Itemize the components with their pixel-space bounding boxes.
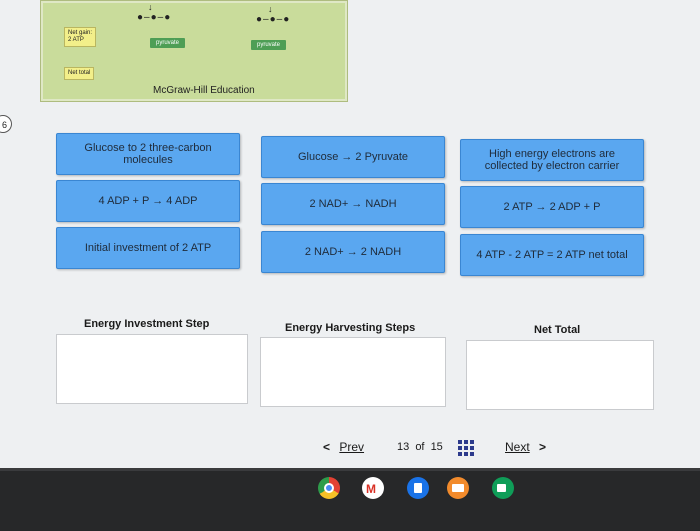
answer-tile[interactable]: Initial investment of 2 ATP [56, 227, 240, 269]
gmail-icon[interactable]: M [362, 477, 384, 499]
meet-icon[interactable] [492, 477, 514, 499]
pyruvate-label: pyruvate [150, 38, 186, 48]
drop-zone-harvesting[interactable] [260, 337, 446, 407]
column-label-net-total: Net Total [534, 324, 581, 336]
glycolysis-figure: ↓ ●–●–● ↓ ●–●–● Net gain: 2 ATP pyruvate… [40, 0, 348, 102]
net-gain-label: Net gain: 2 ATP [64, 27, 97, 47]
app-dock [0, 468, 700, 531]
drop-zone-net-total[interactable] [466, 340, 654, 410]
next-label: Next [505, 440, 530, 454]
carbon-chain-icon: ●–●–● [256, 14, 291, 25]
chrome-icon[interactable] [318, 477, 340, 499]
answer-tile[interactable]: 2 NAD+ → NADH [261, 183, 445, 225]
page-indicator: 13 of 15 [397, 441, 443, 453]
prev-button[interactable]: < Prev [323, 440, 364, 454]
down-arrow-icon: ↓ [268, 4, 273, 14]
chevron-right-icon: > [539, 440, 547, 454]
net-total-figure-label: Net total [64, 67, 95, 80]
prev-label: Prev [339, 440, 365, 454]
answer-tile[interactable]: High energy electrons are collected by e… [460, 139, 644, 181]
column-label-investment: Energy Investment Step [84, 318, 210, 330]
next-button[interactable]: Next > [505, 440, 546, 454]
docs-icon[interactable] [407, 477, 429, 499]
pyruvate-label: pyruvate [251, 40, 287, 50]
grid-icon[interactable] [458, 440, 474, 456]
answer-tile[interactable]: 2 NAD+ → 2 NADH [261, 231, 445, 273]
slides-icon[interactable] [447, 477, 469, 499]
chevron-left-icon: < [323, 440, 331, 454]
dock-divider [0, 468, 700, 471]
answer-tile[interactable]: Glucose → 2 Pyruvate [261, 136, 445, 178]
quiz-screen: 6 ↓ ●–●–● ↓ ●–●–● Net gain: 2 ATP pyruva… [0, 0, 654, 456]
carbon-chain-icon: ●–●–● [137, 12, 172, 23]
column-label-harvesting: Energy Harvesting Steps [285, 322, 416, 334]
drop-zone-investment[interactable] [56, 334, 248, 404]
page-current: 13 [397, 441, 410, 453]
answer-tile[interactable]: 4 ATP - 2 ATP = 2 ATP net total [460, 234, 644, 276]
answer-tile[interactable]: Glucose to 2 three-carbon molecules [56, 133, 240, 175]
down-arrow-icon: ↓ [148, 2, 153, 12]
page-of-label: of [415, 441, 425, 453]
figure-credit: McGraw-Hill Education [153, 85, 255, 96]
page-total: 15 [430, 441, 443, 453]
question-number-badge: 6 [0, 115, 12, 133]
answer-tile[interactable]: 4 ADP + P → 4 ADP [56, 180, 240, 222]
answer-tile[interactable]: 2 ATP → 2 ADP + P [460, 186, 644, 228]
